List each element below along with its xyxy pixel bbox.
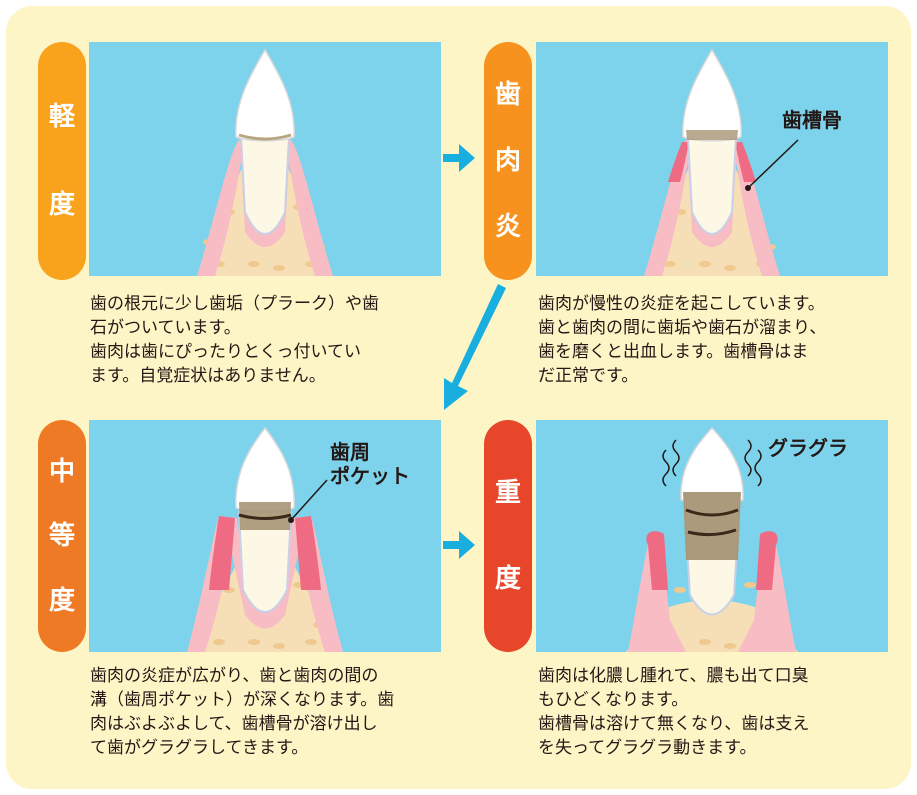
bone-texture-spot: [674, 587, 686, 593]
stage-label-char: 度: [494, 564, 521, 594]
stage-label-char: 等: [48, 521, 75, 551]
stage-description-severe: 歯肉は化膿し腫れて、膿も出て口臭 もひどくなります。 歯槽骨は溶けて無くなり、歯…: [538, 666, 810, 758]
stage-label-moderate: 中 等 度: [38, 420, 86, 652]
bone-texture-spot: [699, 261, 711, 267]
bone-texture-spot: [273, 643, 285, 649]
arrow-right-icon: [443, 531, 475, 559]
bone-texture-spot: [248, 639, 260, 645]
stage-label-char: 肉: [494, 146, 521, 176]
stage-label-char: 度: [48, 585, 75, 616]
bone-texture-spot: [744, 582, 756, 588]
stage-description-moderate: 歯肉の炎症が広がり、歯と歯肉の間の 溝（歯周ポケット）が深くなります。歯 肉はぶ…: [90, 666, 395, 758]
stage-description-mild: 歯の根元に少し歯垢（プラーク）や歯 石がついています。 歯肉は歯にぴったりとくっ…: [90, 294, 379, 386]
bone-texture-spot: [724, 643, 736, 649]
callout-wobbling: グラグラ: [768, 436, 848, 460]
bone-texture-spot: [664, 261, 676, 267]
stage-label-mild: 軽 度: [38, 42, 86, 280]
arrow-diagonal-icon: [444, 284, 506, 410]
callout-periodontal-pocket: 歯周 ポケット: [330, 440, 410, 488]
arrow-right-icon: [443, 144, 475, 172]
stage-label-char: 軽: [48, 102, 75, 132]
tooth-illustration-severe: [536, 420, 888, 652]
bone-texture-spot: [213, 639, 225, 645]
stage-label-char: 歯: [494, 80, 521, 110]
tooth-illustration-moderate: [89, 420, 441, 652]
stage-label-char: 重: [494, 478, 521, 508]
stage-label-char: 度: [48, 190, 75, 220]
stage-label-severe: 重 度: [484, 420, 532, 652]
bone-texture-spot: [248, 261, 260, 267]
bone-texture-spot: [305, 639, 317, 645]
stage-description-gingivitis: 歯肉が慢性の炎症を起こしています。 歯と歯肉の間に歯垢や歯石が溜まり、 歯を磨く…: [538, 294, 827, 386]
tooth-illustration-gingivitis: [536, 42, 888, 276]
bone-texture-spot: [699, 639, 711, 645]
bone-texture-spot: [273, 265, 285, 271]
tooth-illustration-mild: [89, 42, 441, 276]
callout-alveolar-bone: 歯槽骨: [782, 108, 842, 132]
bone-texture-spot: [724, 265, 736, 271]
stage-label-gingivitis: 歯 肉 炎: [484, 42, 532, 280]
stage-label-char: 炎: [494, 212, 521, 242]
stage-label-char: 中: [48, 456, 75, 487]
